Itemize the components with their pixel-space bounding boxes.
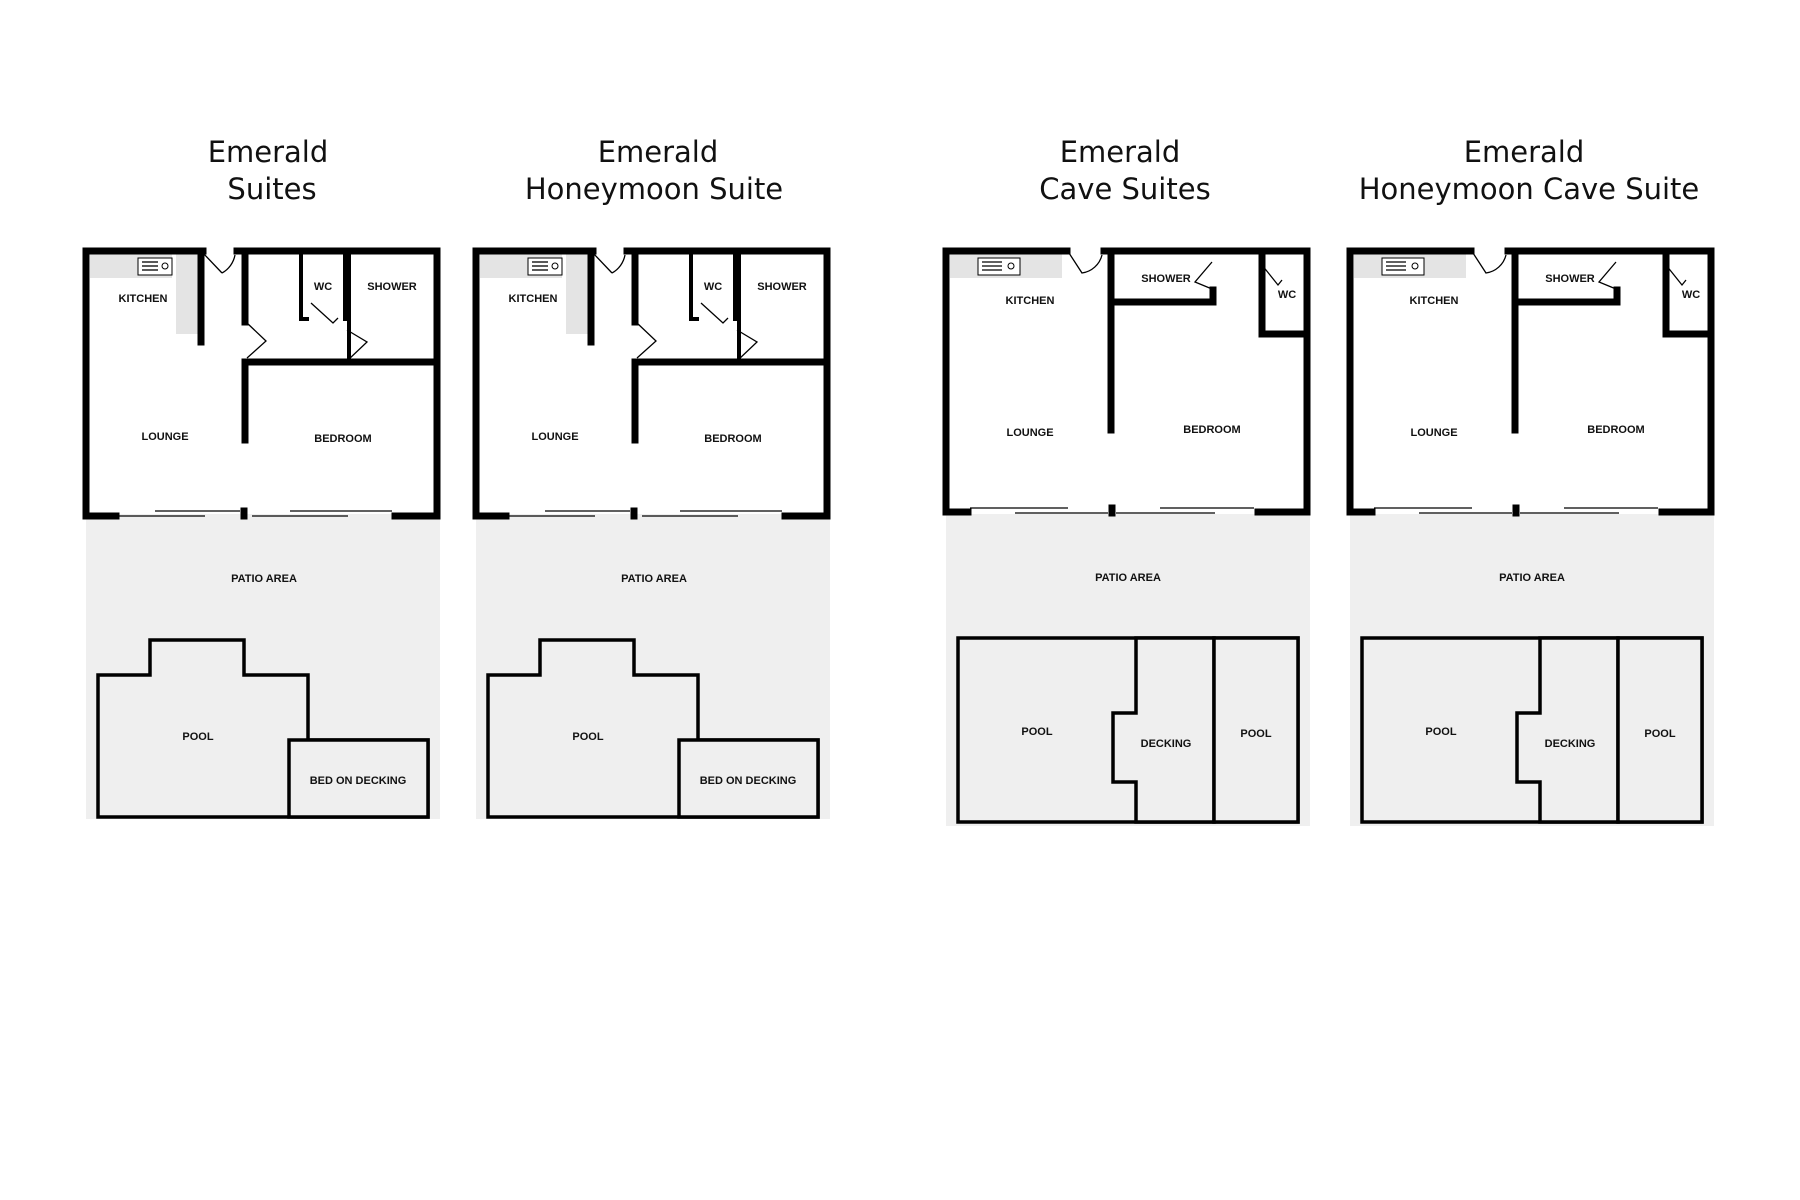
kitchen-counter-side [176, 254, 198, 334]
plan-title-line1: Emerald [1464, 135, 1585, 169]
room-label-kitchen: KITCHEN [509, 293, 558, 305]
room-label-pool-right: POOL [1644, 728, 1675, 740]
shower-bottom-wall [1107, 286, 1217, 306]
bed-on-decking-outline [677, 738, 820, 819]
sliding-doors [1374, 507, 1658, 514]
shower-door [1193, 261, 1213, 290]
shower-door [1597, 261, 1617, 290]
sink-icon [977, 257, 1021, 276]
room-label-kitchen: KITCHEN [1006, 295, 1055, 307]
outer-wall-right [233, 247, 441, 520]
wc-wall [1662, 248, 1714, 338]
outer-wall-right [1100, 247, 1311, 516]
room-label-lounge: LOUNGE [1410, 427, 1457, 439]
sliding-doors [508, 510, 782, 517]
room-label-pool-left: POOL [1021, 726, 1052, 738]
room-label-pool: POOL [182, 731, 213, 743]
pool-right-outline [1212, 636, 1300, 824]
plan-title-line2: Honeymoon Cave Suite [1359, 172, 1700, 206]
bedroom-door [736, 329, 759, 361]
room-label-kitchen: KITCHEN [119, 293, 168, 305]
room-label-bed-on-decking: BED ON DECKING [700, 775, 797, 787]
entry-door [592, 252, 626, 274]
sink-icon [137, 257, 173, 276]
room-label-kitchen: KITCHEN [1410, 295, 1459, 307]
plan-emerald-cave-suites: Emerald Cave Suites [942, 135, 1311, 826]
room-label-shower: SHOWER [1141, 273, 1191, 285]
sliding-doors [118, 510, 392, 517]
outer-wall-left [472, 247, 597, 520]
wc-door [700, 302, 729, 324]
wc-wall-left [689, 252, 699, 321]
room-label-bedroom: BEDROOM [1587, 424, 1644, 436]
wc-door [310, 302, 339, 324]
room-label-patio: PATIO AREA [1095, 572, 1161, 584]
shower-bottom-wall [1511, 286, 1621, 306]
room-label-bedroom: BEDROOM [314, 433, 371, 445]
plan-title-line2: Cave Suites [1039, 172, 1210, 206]
room-label-lounge: LOUNGE [1006, 427, 1053, 439]
room-label-shower: SHOWER [367, 281, 417, 293]
wc-wall-right [733, 252, 739, 321]
plan-title-line1: Emerald [1060, 135, 1181, 169]
outer-wall-right [623, 247, 831, 520]
plan-title-line1: Emerald [598, 135, 719, 169]
plan-emerald-suites: Emerald Suites [82, 135, 441, 819]
room-label-patio: PATIO AREA [621, 573, 687, 585]
plan-title-line2: Honeymoon Suite [525, 172, 783, 206]
bed-on-decking-outline [287, 738, 430, 819]
entry-door [1068, 252, 1103, 274]
room-label-shower: SHOWER [757, 281, 807, 293]
room-label-wc: WC [314, 281, 332, 293]
entry-door [1472, 252, 1507, 274]
wc-door [1665, 264, 1687, 287]
sliding-doors [970, 507, 1254, 514]
room-label-wc: WC [1278, 289, 1296, 301]
room-label-pool: POOL [572, 731, 603, 743]
outer-wall-right [1504, 247, 1715, 516]
room-label-shower: SHOWER [1545, 273, 1595, 285]
room-label-decking: DECKING [1141, 738, 1192, 750]
room-label-patio: PATIO AREA [231, 573, 297, 585]
entry-door [202, 252, 236, 274]
plan-emerald-honeymoon-cave-suite: Emerald Honeymoon Cave Suite [1346, 135, 1715, 826]
outer-wall-left [82, 247, 207, 520]
wc-wall-right [343, 252, 349, 321]
room-label-lounge: LOUNGE [141, 431, 188, 443]
pool-right-outline [1616, 636, 1704, 824]
wc-wall [1258, 248, 1310, 338]
plan-title-line1: Emerald [208, 135, 329, 169]
sink-icon [527, 257, 563, 276]
wc-door [1261, 264, 1283, 287]
room-label-bedroom: BEDROOM [1183, 424, 1240, 436]
room-label-pool-right: POOL [1240, 728, 1271, 740]
room-label-wc: WC [1682, 289, 1700, 301]
room-label-decking: DECKING [1545, 738, 1596, 750]
room-label-wc: WC [704, 281, 722, 293]
outer-wall-left [942, 247, 1071, 516]
room-label-lounge: LOUNGE [531, 431, 578, 443]
bedroom-door [346, 329, 369, 361]
kitchen-counter-side [566, 254, 588, 334]
room-label-bed-on-decking: BED ON DECKING [310, 775, 407, 787]
outer-wall-left [1346, 247, 1475, 516]
sink-icon [1381, 257, 1425, 276]
plan-title-line2: Suites [227, 172, 316, 206]
hall-door [636, 322, 657, 359]
plan-emerald-honeymoon-suite: Emerald Honeymoon Suite [472, 135, 831, 819]
wc-wall-left [299, 252, 309, 321]
room-label-patio: PATIO AREA [1499, 572, 1565, 584]
hall-door [246, 322, 267, 359]
room-label-pool-left: POOL [1425, 726, 1456, 738]
room-label-bedroom: BEDROOM [704, 433, 761, 445]
